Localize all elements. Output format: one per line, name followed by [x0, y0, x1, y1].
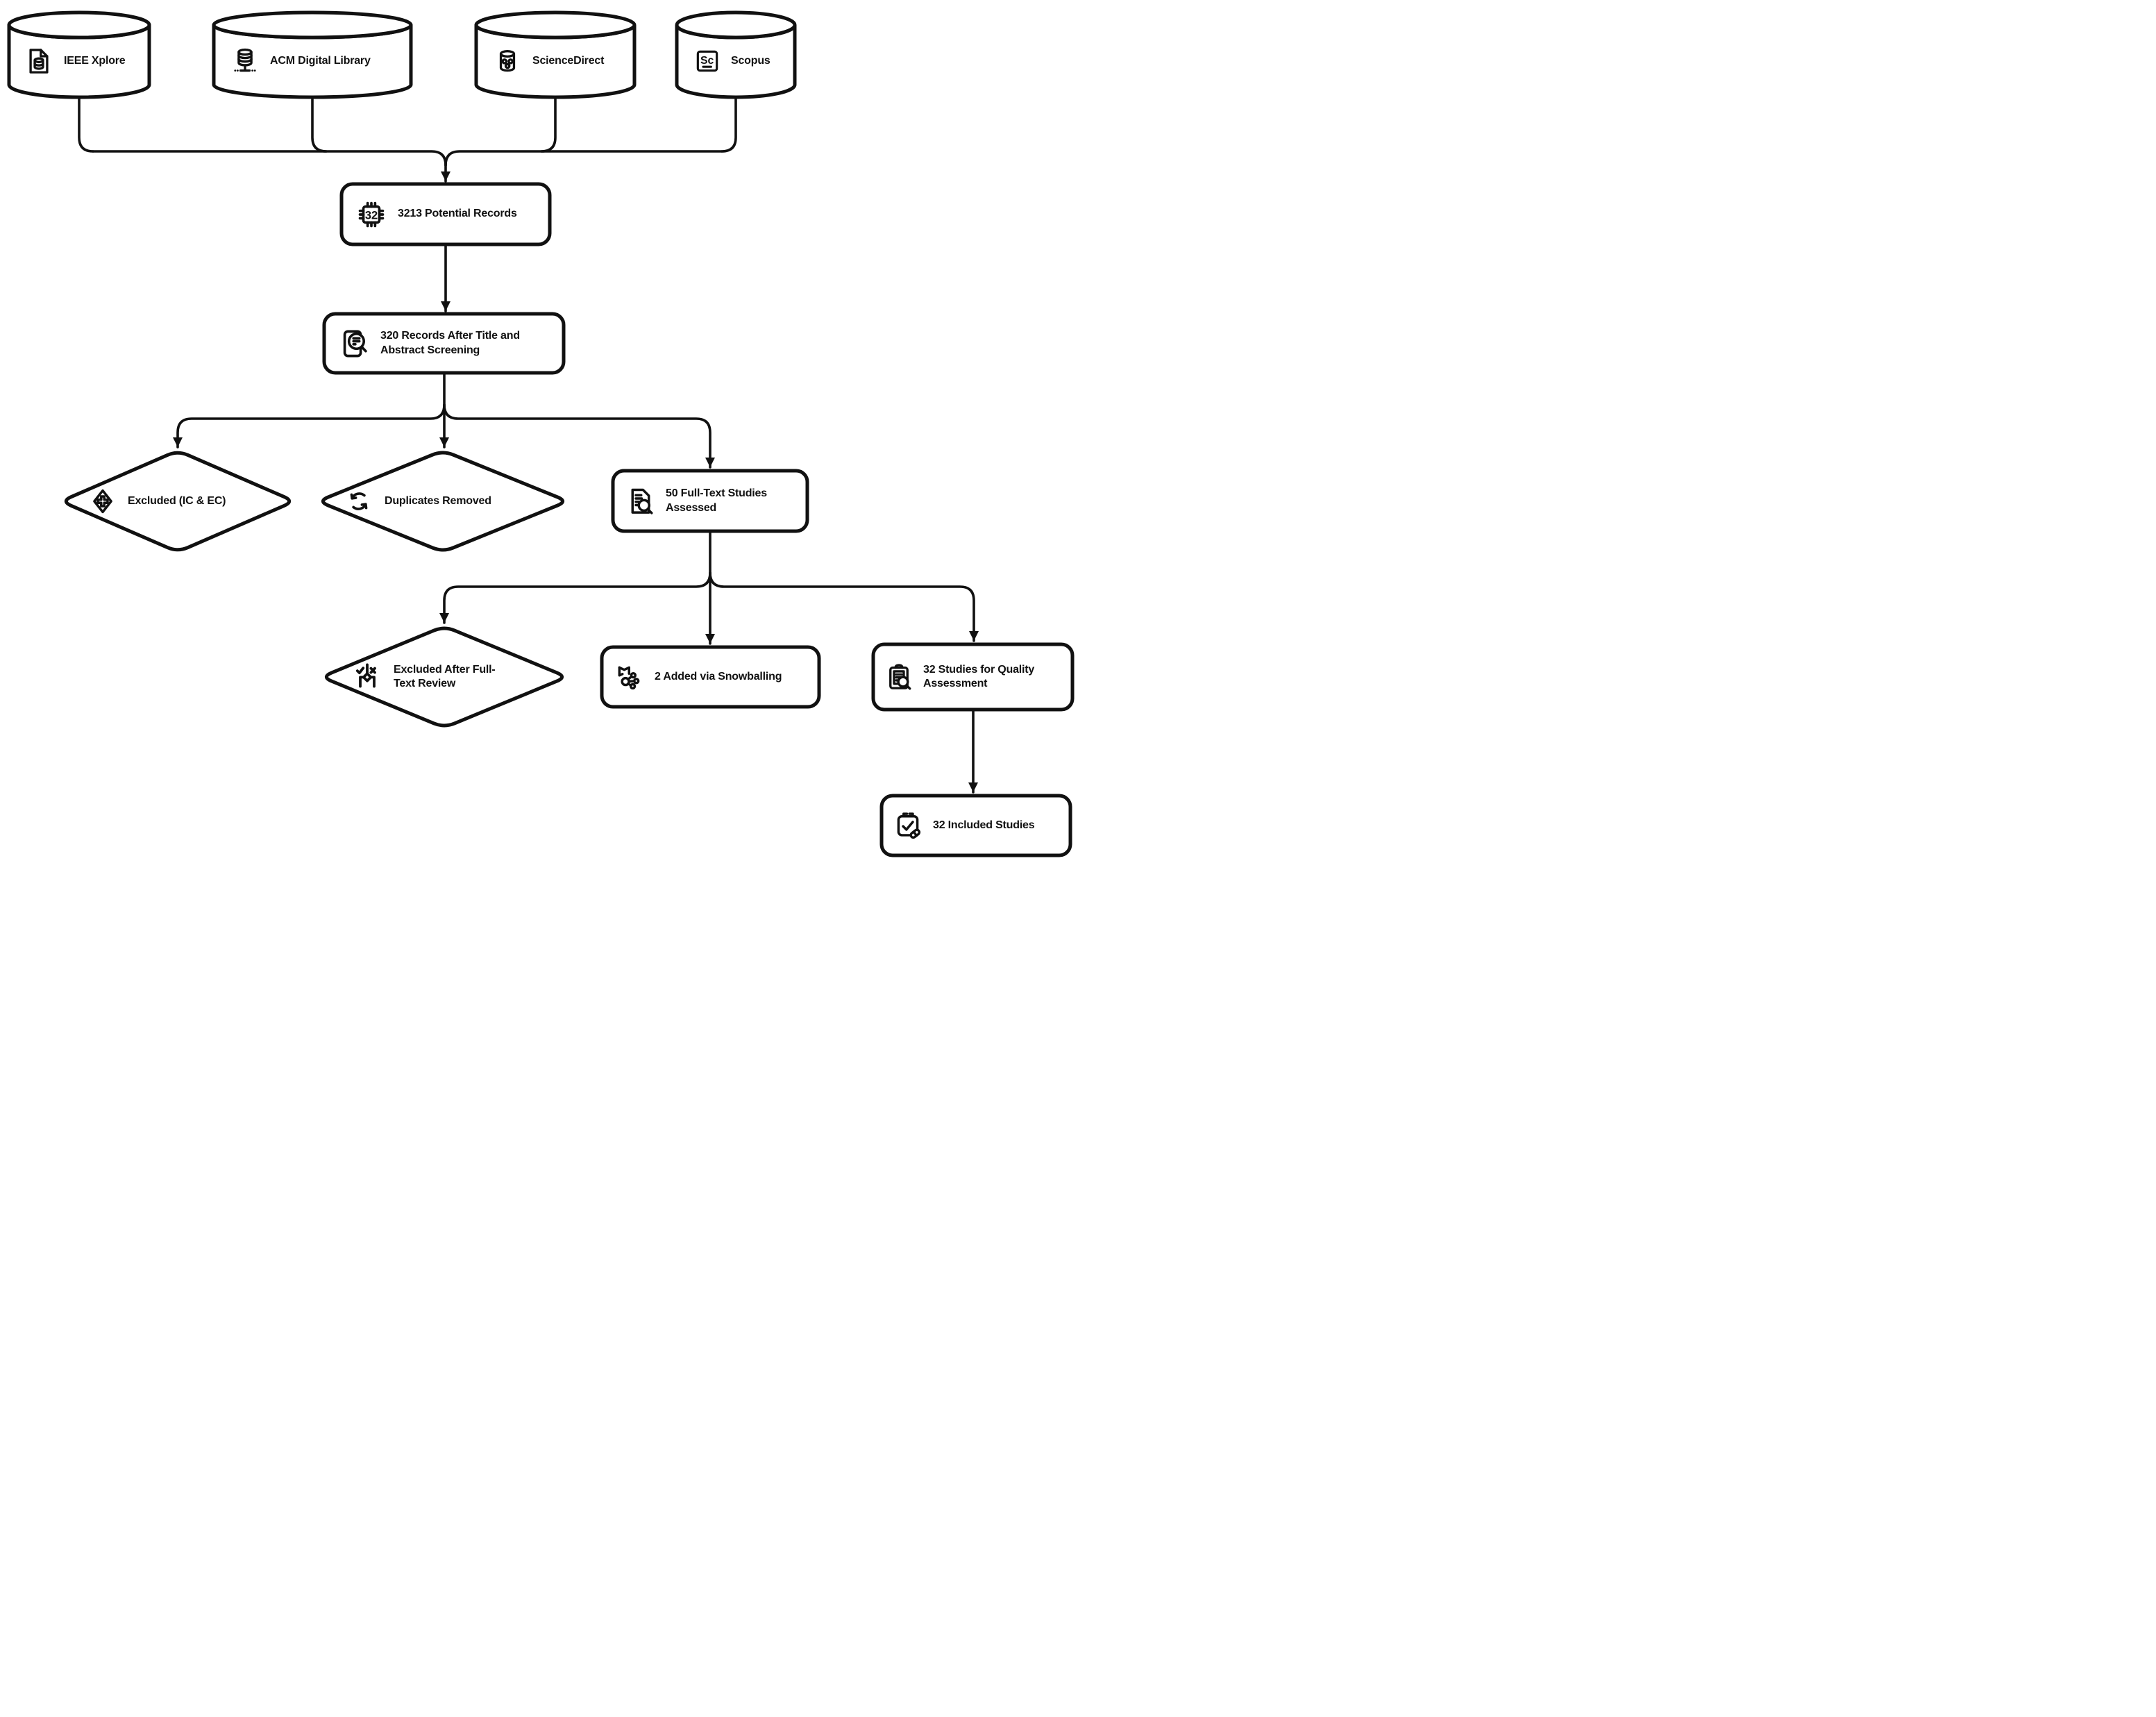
cylinder-ieee-xplore [7, 10, 151, 99]
node-label-line: Excluded After Full- [394, 663, 496, 676]
source-label: Scopus [731, 54, 770, 67]
node-included-studies: 32 Included Studies [882, 796, 1078, 855]
calendar-check-pill-icon [893, 810, 923, 841]
connector-sources-merge [78, 96, 737, 183]
clipboard-search-icon [884, 662, 913, 692]
node-label: 2 Added via Snowballing [655, 670, 782, 682]
node-label-line: 50 Full-Text Studies [666, 487, 767, 500]
node-label-line: Assessed [666, 501, 717, 514]
connector-fulltext-split [439, 530, 979, 645]
node-label: Duplicates Removed [385, 494, 491, 507]
node-label: 3213 Potential Records [398, 208, 517, 220]
database-network-icon [230, 47, 260, 76]
node-label-line: Abstract Screening [380, 344, 480, 356]
source-scopus: Sc Scopus [677, 31, 811, 92]
document-database-icon [24, 47, 53, 76]
box-potential-records [339, 182, 552, 246]
source-sciencedirect: ScienceDirect [476, 31, 651, 92]
box-fulltext-assessed [611, 469, 809, 533]
node-excluded-fulltext: Excluded After Full- Text Review [321, 626, 596, 728]
node-label-line: Text Review [394, 678, 456, 689]
node-excluded-ic-ec: Excluded (IC & EC) [61, 451, 321, 552]
document-search-icon [338, 328, 370, 360]
node-records-after-screening: 320 Records After Title and Abstract Scr… [324, 314, 578, 373]
source-label: IEEE Xplore [64, 54, 126, 67]
refresh-icon [343, 485, 375, 517]
source-label: ACM Digital Library [270, 54, 371, 67]
svg-text:Sc: Sc [700, 55, 714, 67]
node-added-snowballing: 2 Added via Snowballing [602, 647, 832, 707]
source-acm-digital-library: ACM Digital Library [214, 31, 428, 92]
plus-diamond-icon [87, 486, 118, 517]
box-records-after-screening [322, 312, 566, 375]
node-duplicates-removed: Duplicates Removed [318, 451, 593, 552]
box-added-snowballing [600, 645, 821, 709]
node-label-line: Assessment [923, 678, 988, 689]
node-label-line: 320 Records After Title and [380, 330, 520, 342]
decision-check-x-icon [351, 660, 384, 694]
cylinder-scopus [675, 10, 797, 99]
flowchart-canvas: IEEE Xplore ACM Digital Library [0, 0, 1078, 858]
cylinder-sciencedirect [474, 10, 637, 99]
diamond-excluded-ic-ec [64, 451, 292, 552]
node-potential-records: 32 3213 Potential Records [342, 184, 564, 244]
node-fulltext-assessed: 50 Full-Text Studies Assessed [613, 471, 820, 531]
svg-text:32: 32 [365, 209, 378, 221]
source-label: ScienceDirect [532, 54, 605, 67]
file-search-icon [625, 486, 656, 517]
database-share-icon [493, 47, 522, 76]
cylinder-acm-digital-library [212, 10, 413, 99]
map-network-icon [614, 662, 645, 692]
node-label: 32 Included Studies [933, 819, 1035, 831]
chip-icon: 32 [355, 199, 387, 231]
connector-screened-split [173, 371, 715, 469]
node-label: Excluded (IC & EC) [128, 494, 226, 507]
node-quality-assessment: 32 Studies for Quality Assessment [873, 644, 1078, 710]
scopus-badge-icon: Sc [693, 47, 721, 75]
diamond-duplicates-removed [321, 451, 564, 552]
source-ieee-xplore: IEEE Xplore [9, 31, 165, 92]
diamond-excluded-fulltext [325, 626, 564, 728]
node-label-line: 32 Studies for Quality [923, 663, 1035, 676]
flowchart-shapes [7, 10, 1075, 857]
box-quality-assessment [871, 642, 1075, 712]
box-included-studies [879, 794, 1072, 857]
